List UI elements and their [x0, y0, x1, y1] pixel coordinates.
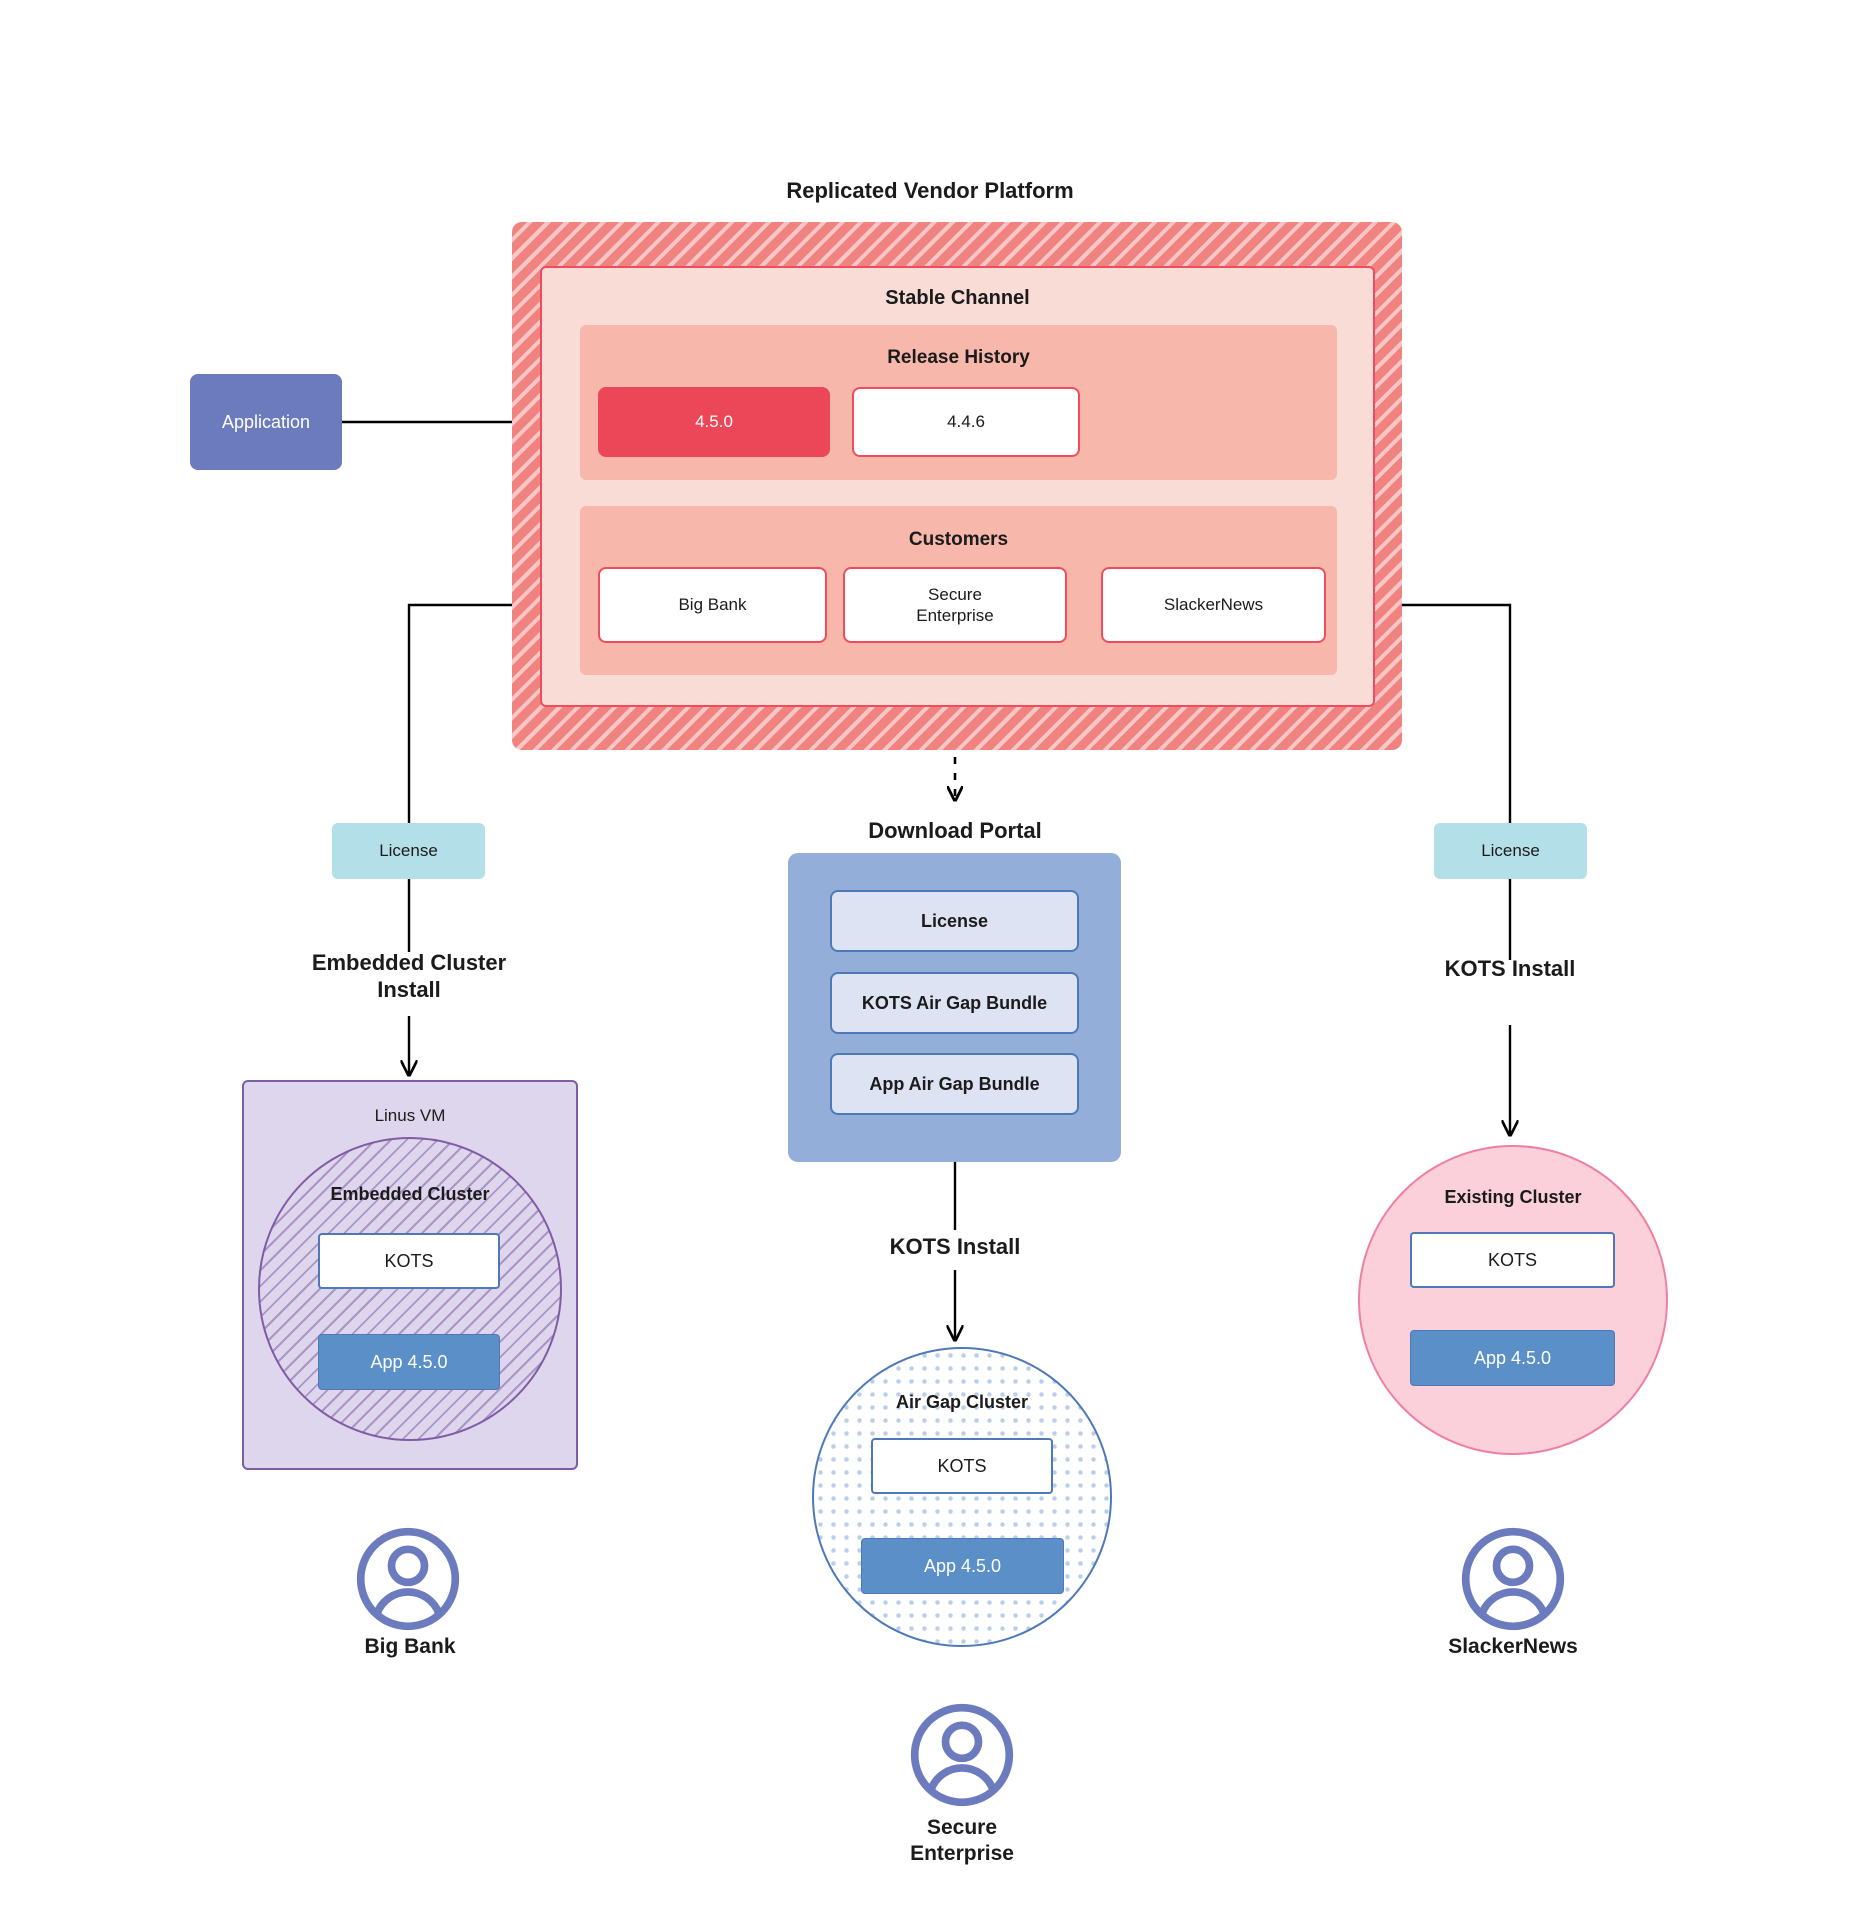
release-version: 4.5.0 — [695, 412, 733, 432]
kots-install-label-center: KOTS Install — [889, 1234, 1021, 1260]
app-box-airgap[interactable]: App 4.5.0 — [861, 1538, 1064, 1594]
customers-title: Customers — [908, 529, 1009, 551]
app-version-label: App 4.5.0 — [370, 1351, 448, 1372]
persona-label-big-bank: Big Bank — [364, 1634, 456, 1658]
persona-label-slackernews: SlackerNews — [1448, 1634, 1578, 1658]
embedded-cluster-circle — [258, 1137, 562, 1441]
kots-label: KOTS — [937, 1455, 987, 1476]
stable-channel-title: Stable Channel — [885, 286, 1030, 309]
app-version-label: App 4.5.0 — [1473, 1347, 1552, 1368]
customer-name: SlackerNews — [1163, 595, 1264, 615]
release-chip-current[interactable]: 4.5.0 — [598, 387, 830, 457]
kots-box-existing[interactable]: KOTS — [1410, 1232, 1615, 1288]
avatar-slackernews — [1458, 1524, 1568, 1634]
diagram-title: Replicated Vendor Platform — [786, 178, 1074, 204]
release-history-title: Release History — [887, 347, 1030, 369]
user-avatar-icon — [356, 1527, 460, 1631]
customer-name: Big Bank — [678, 595, 747, 615]
customer-chip-big-bank[interactable]: Big Bank — [598, 567, 827, 643]
user-avatar-icon — [910, 1703, 1014, 1807]
avatar-secure-enterprise — [907, 1700, 1017, 1810]
linux-vm-title: Linus VM — [374, 1106, 446, 1126]
license-label: License — [1481, 841, 1540, 861]
license-chip-left[interactable]: License — [332, 823, 485, 879]
app-version-label: App 4.5.0 — [923, 1555, 1002, 1576]
embedded-cluster-install-label: Embedded Cluster Install — [311, 949, 507, 1003]
portal-item-app-air-gap-bundle[interactable]: App Air Gap Bundle — [830, 1053, 1079, 1115]
user-avatar-icon — [1461, 1527, 1565, 1631]
portal-item-label: KOTS Air Gap Bundle — [861, 992, 1048, 1013]
app-box-existing[interactable]: App 4.5.0 — [1410, 1330, 1615, 1386]
kots-box-airgap[interactable]: KOTS — [871, 1438, 1053, 1494]
application-label: Application — [221, 411, 311, 432]
portal-item-label: License — [920, 910, 989, 931]
portal-item-label: App Air Gap Bundle — [869, 1073, 1040, 1094]
persona-label-secure-enterprise: Secure Enterprise — [910, 1815, 1014, 1865]
license-label: License — [379, 841, 438, 861]
customer-chip-secure-enterprise[interactable]: Secure Enterprise — [843, 567, 1067, 643]
app-box-embedded[interactable]: App 4.5.0 — [318, 1334, 500, 1390]
customer-chip-slackernews[interactable]: SlackerNews — [1101, 567, 1326, 643]
existing-cluster-circle — [1358, 1145, 1668, 1455]
air-gap-cluster-circle — [812, 1347, 1112, 1647]
kots-box-embedded[interactable]: KOTS — [318, 1233, 500, 1289]
kots-label: KOTS — [1487, 1249, 1537, 1270]
existing-cluster-title: Existing Cluster — [1444, 1186, 1582, 1207]
download-portal-title: Download Portal — [868, 818, 1042, 844]
portal-item-license[interactable]: License — [830, 890, 1079, 952]
kots-label: KOTS — [384, 1250, 434, 1271]
portal-item-kots-air-gap-bundle[interactable]: KOTS Air Gap Bundle — [830, 972, 1079, 1034]
avatar-big-bank — [353, 1524, 463, 1634]
customer-name: Secure Enterprise — [916, 584, 994, 625]
air-gap-cluster-title: Air Gap Cluster — [895, 1391, 1029, 1412]
release-chip[interactable]: 4.4.6 — [852, 387, 1080, 457]
release-version: 4.4.6 — [947, 412, 985, 432]
license-chip-right[interactable]: License — [1434, 823, 1587, 879]
embedded-cluster-title: Embedded Cluster — [330, 1183, 490, 1204]
application-box[interactable]: Application — [190, 374, 342, 470]
kots-install-label-right: KOTS Install — [1444, 956, 1576, 982]
